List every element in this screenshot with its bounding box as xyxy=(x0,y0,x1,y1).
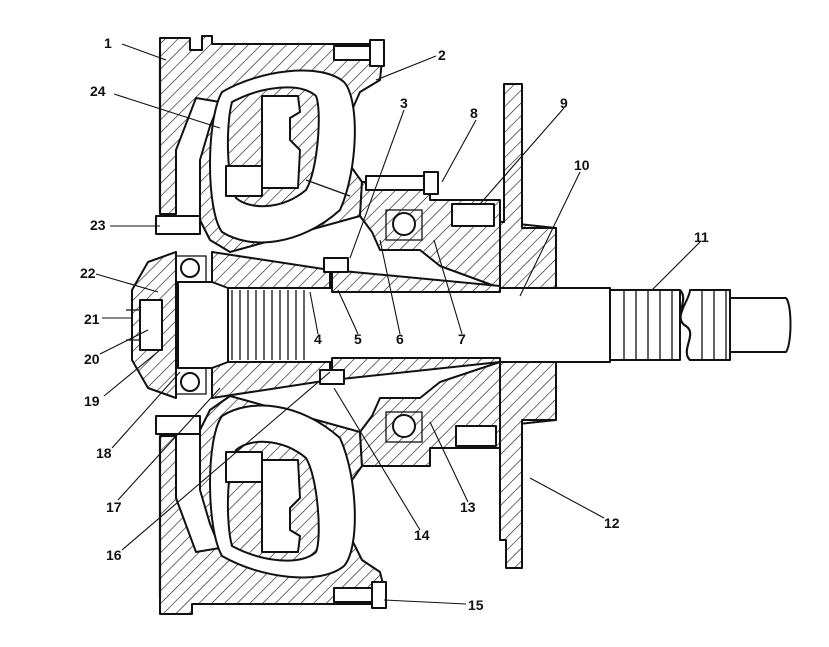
callout-15: 15 xyxy=(468,597,484,613)
bearings xyxy=(173,209,423,443)
callout-4: 4 xyxy=(314,331,322,347)
callout-8: 8 xyxy=(470,105,478,121)
bolts xyxy=(155,39,439,609)
callout-1: 1 xyxy=(104,35,112,51)
callout-2: 2 xyxy=(438,47,446,63)
callout-17: 17 xyxy=(106,499,122,515)
callout-21: 21 xyxy=(84,311,100,327)
callout-12: 12 xyxy=(604,515,620,531)
callout-5: 5 xyxy=(354,331,362,347)
leader-lines xyxy=(95,43,701,605)
spline-teeth xyxy=(231,290,305,360)
callout-23: 23 xyxy=(90,217,106,233)
callout-24: 24 xyxy=(90,83,106,99)
callout-9: 9 xyxy=(560,95,568,111)
callout-6: 6 xyxy=(396,331,404,347)
callout-13: 13 xyxy=(460,499,476,515)
callout-3: 3 xyxy=(400,95,408,111)
torus-lower xyxy=(209,404,356,579)
callout-18: 18 xyxy=(96,445,112,461)
callout-19: 19 xyxy=(84,393,100,409)
torus-upper xyxy=(209,69,356,244)
callout-20: 20 xyxy=(84,351,100,367)
callout-labels: 1 2 3 4 5 6 7 8 9 10 11 12 13 14 15 16 1… xyxy=(80,35,709,613)
callout-11: 11 xyxy=(694,229,709,245)
callout-10: 10 xyxy=(574,157,590,173)
callout-22: 22 xyxy=(80,265,96,281)
output-shaft xyxy=(177,251,792,399)
callout-16: 16 xyxy=(106,547,122,563)
callout-7: 7 xyxy=(458,331,466,347)
callout-14: 14 xyxy=(414,527,430,543)
input-hub xyxy=(126,251,177,399)
